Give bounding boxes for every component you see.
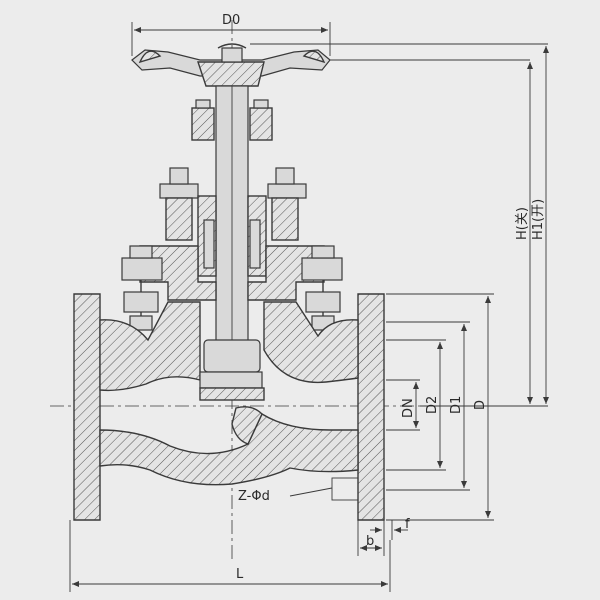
dimension-lines [69,22,549,592]
valve-body [73,293,385,521]
valve-stem [215,85,249,357]
label-d1: D1 [449,396,464,414]
yoke-nut [191,99,273,141]
label-b: b [366,534,374,549]
label-h1: H1(开) [531,199,546,240]
handwheel [131,43,331,87]
label-d0: D0 [222,13,240,28]
label-h: H(关) [515,207,530,240]
label-d: D [473,400,488,410]
label-l: L [236,567,244,582]
label-z-phi-d: Z-Φd [238,489,270,504]
label-f: f [405,517,410,532]
label-d2: D2 [425,396,440,414]
flange-bolt-hole [331,477,359,501]
bonnet [121,245,343,331]
label-dn: DN [401,398,416,418]
packing-gland [159,167,307,277]
